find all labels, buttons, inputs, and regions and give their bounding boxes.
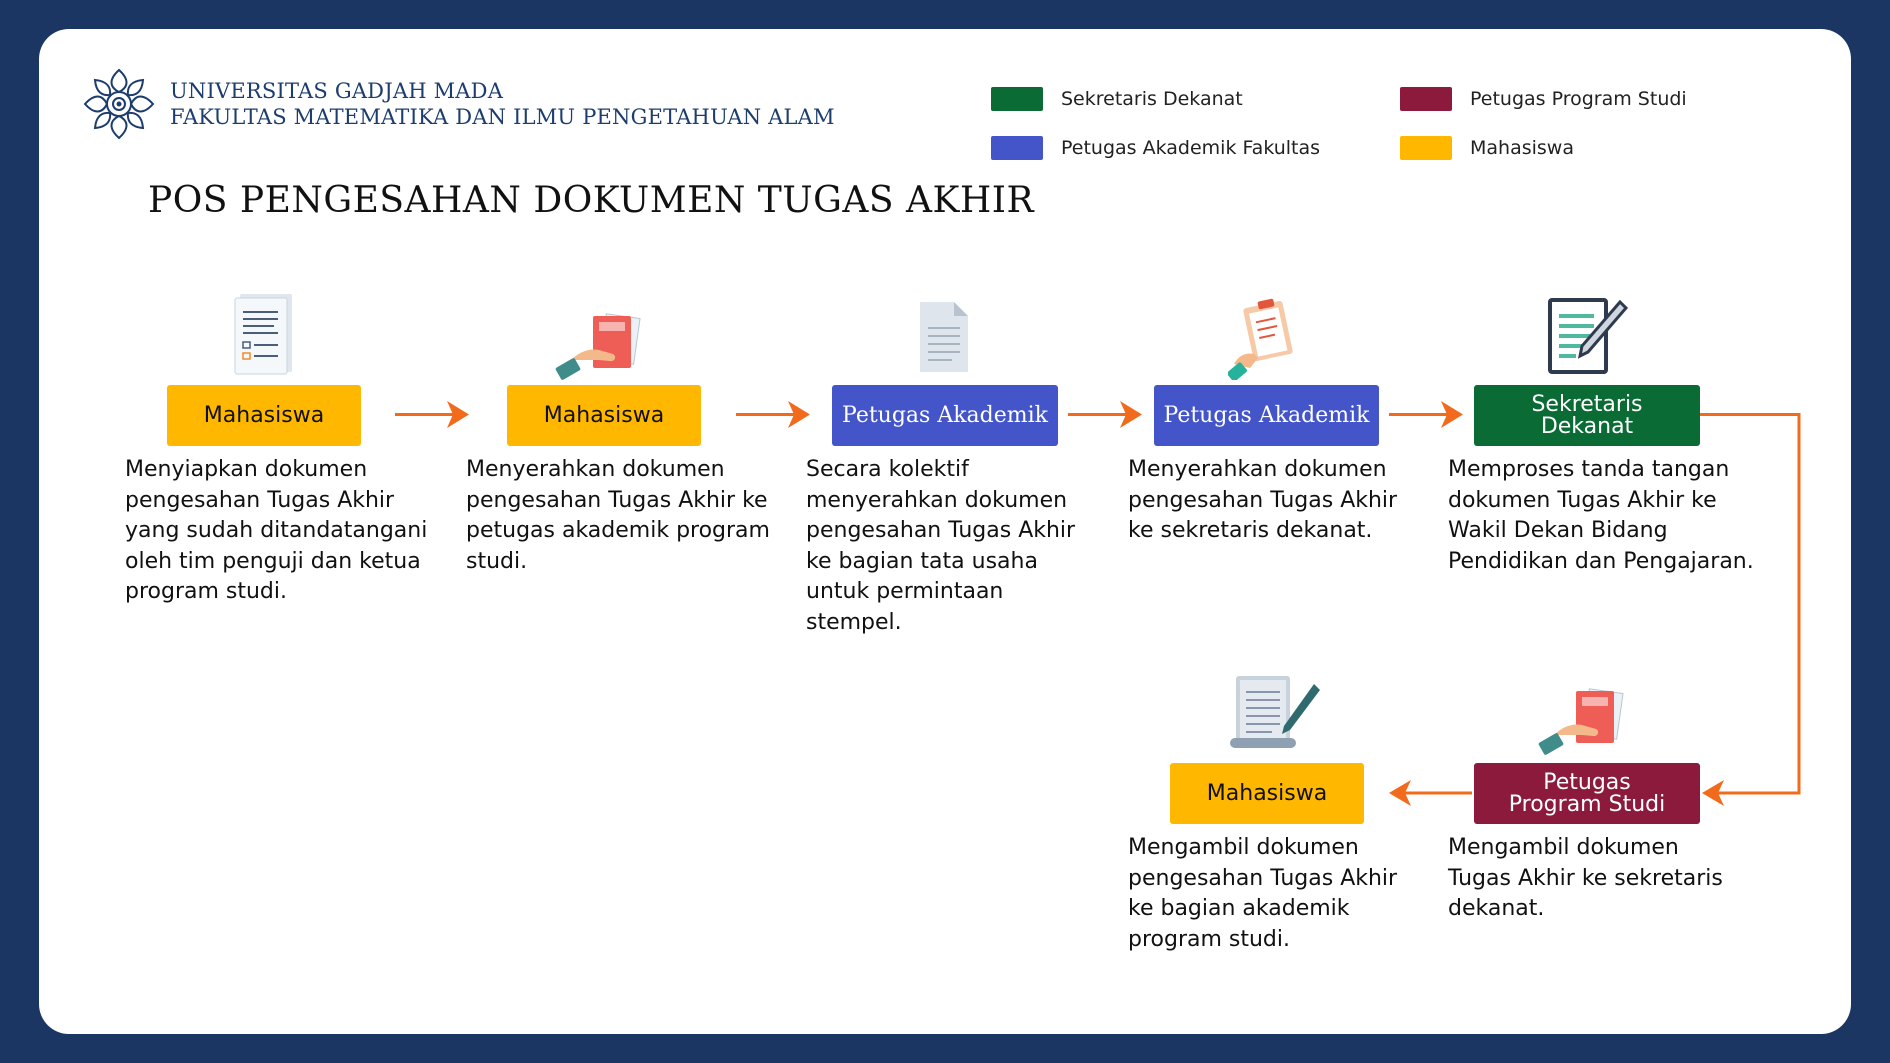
description-line: Mengambil dokumen — [1448, 835, 1679, 860]
description-line: Secara kolektif — [806, 457, 969, 482]
description-line: pengesahan Tugas Akhir — [125, 487, 395, 513]
legend-item: Sekretaris Dekanat — [991, 87, 1243, 111]
page-title: POS PENGESAHAN DOKUMEN TUGAS AKHIR — [148, 180, 1035, 221]
description-line: dokumen Tugas Akhir ke — [1448, 487, 1717, 513]
legend-swatch — [1400, 87, 1452, 111]
description-line: program studi. — [1128, 926, 1291, 952]
description-line: Pendidikan dan Pengajaran. — [1448, 548, 1754, 574]
role-box-step-2: Mahasiswa — [507, 385, 701, 446]
legend-swatch — [991, 136, 1043, 160]
step-description-3: Secara kolektif menyerahkan dokumen penges… — [806, 455, 1075, 638]
description-line: Tugas Akhir ke sekretaris — [1448, 865, 1723, 891]
role-label: Petugas — [1543, 769, 1631, 795]
description-line: Memproses tanda tangan — [1448, 457, 1730, 482]
step-description-5: Memproses tanda tangan dokumen Tugas Akhi… — [1448, 455, 1754, 577]
legend-swatch — [1400, 136, 1452, 160]
description-line: pengesahan Tugas Akhir — [806, 518, 1076, 543]
role-box-step-7: Mahasiswa — [1170, 763, 1364, 824]
description-line: studi. — [466, 548, 528, 574]
step-description-2: Menyerahkan dokumen pengesahan Tugas Akhi… — [466, 455, 770, 577]
role-label: Sekretaris — [1531, 391, 1643, 417]
legend-swatch — [991, 87, 1043, 111]
legend-label: Petugas Program Studi — [1470, 88, 1687, 110]
legend-label: Sekretaris Dekanat — [1061, 88, 1243, 110]
document-pencil-icon — [1548, 298, 1629, 374]
description-line: ke sekretaris dekanat. — [1128, 518, 1373, 543]
role-label: Mahasiswa — [543, 402, 665, 428]
legend-label: Petugas Akademik Fakultas — [1061, 137, 1321, 159]
description-line: ke bagian tata usaha — [806, 548, 1038, 574]
role-box-step-4: Petugas Akademik — [1154, 385, 1379, 446]
role-label: Dekanat — [1540, 413, 1634, 439]
role-box-step-1: Mahasiswa — [167, 385, 361, 446]
role-label: Mahasiswa — [203, 402, 325, 428]
description-line: Menyerahkan dokumen — [1128, 457, 1387, 482]
description-line: stempel. — [806, 609, 902, 635]
description-line: Menyiapkan dokumen — [125, 457, 368, 482]
hand-clipboard-icon — [1228, 298, 1293, 380]
scroll-pen-icon — [1230, 676, 1320, 748]
hand-document-icon — [1538, 688, 1624, 755]
description-line: Mengambil dokumen — [1128, 835, 1359, 860]
role-box-step-3: Petugas Akademik — [832, 385, 1058, 446]
paper-document-icon — [920, 302, 968, 372]
description-line: ke bagian akademik — [1128, 896, 1350, 921]
role-label: Petugas Akademik — [842, 402, 1048, 428]
role-label: Mahasiswa — [1206, 780, 1328, 806]
legend-item: Petugas Program Studi — [1400, 87, 1687, 111]
step-description-1: Menyiapkan dokumen pengesahan Tugas Akhir… — [125, 455, 427, 608]
university-header: UNIVERSITAS GADJAH MADA FAKULTAS MATEMAT… — [170, 78, 835, 130]
role-label: Petugas Akademik — [1163, 402, 1370, 428]
content-card — [39, 29, 1851, 1034]
legend-item: Petugas Akademik Fakultas — [991, 136, 1320, 160]
description-line: pengesahan Tugas Akhir — [1128, 487, 1398, 513]
description-line: yang sudah ditandatangani — [125, 518, 428, 543]
legend-item: Mahasiswa — [1400, 136, 1574, 160]
university-name: UNIVERSITAS GADJAH MADA — [170, 79, 504, 103]
role-label: Program Studi — [1508, 791, 1666, 817]
description-line: dekanat. — [1448, 896, 1545, 921]
step-description-7: Mengambil dokumen pengesahan Tugas Akhir k… — [1128, 833, 1397, 955]
arrow-5-6 — [1700, 413, 1801, 795]
description-line: pengesahan Tugas Akhir ke — [466, 487, 768, 513]
description-line: menyerahkan dokumen — [806, 487, 1068, 513]
description-line: pengesahan Tugas Akhir — [1128, 865, 1398, 891]
faculty-name: FAKULTAS MATEMATIKA DAN ILMU PENGETAHUAN… — [170, 105, 835, 129]
description-line: petugas akademik program — [466, 518, 770, 543]
description-line: untuk permintaan — [806, 579, 1004, 604]
university-logo-icon — [83, 68, 155, 140]
description-line: Wakil Dekan Bidang — [1448, 518, 1668, 543]
description-line: program studi. — [125, 579, 288, 604]
description-line: Menyerahkan dokumen — [466, 457, 725, 482]
form-document-icon — [234, 294, 292, 375]
legend-label: Mahasiswa — [1470, 137, 1574, 159]
description-line: oleh tim penguji dan ketua — [125, 548, 421, 574]
step-description-4: Menyerahkan dokumen pengesahan Tugas Akhi… — [1128, 455, 1397, 547]
hand-document-icon — [555, 313, 641, 380]
